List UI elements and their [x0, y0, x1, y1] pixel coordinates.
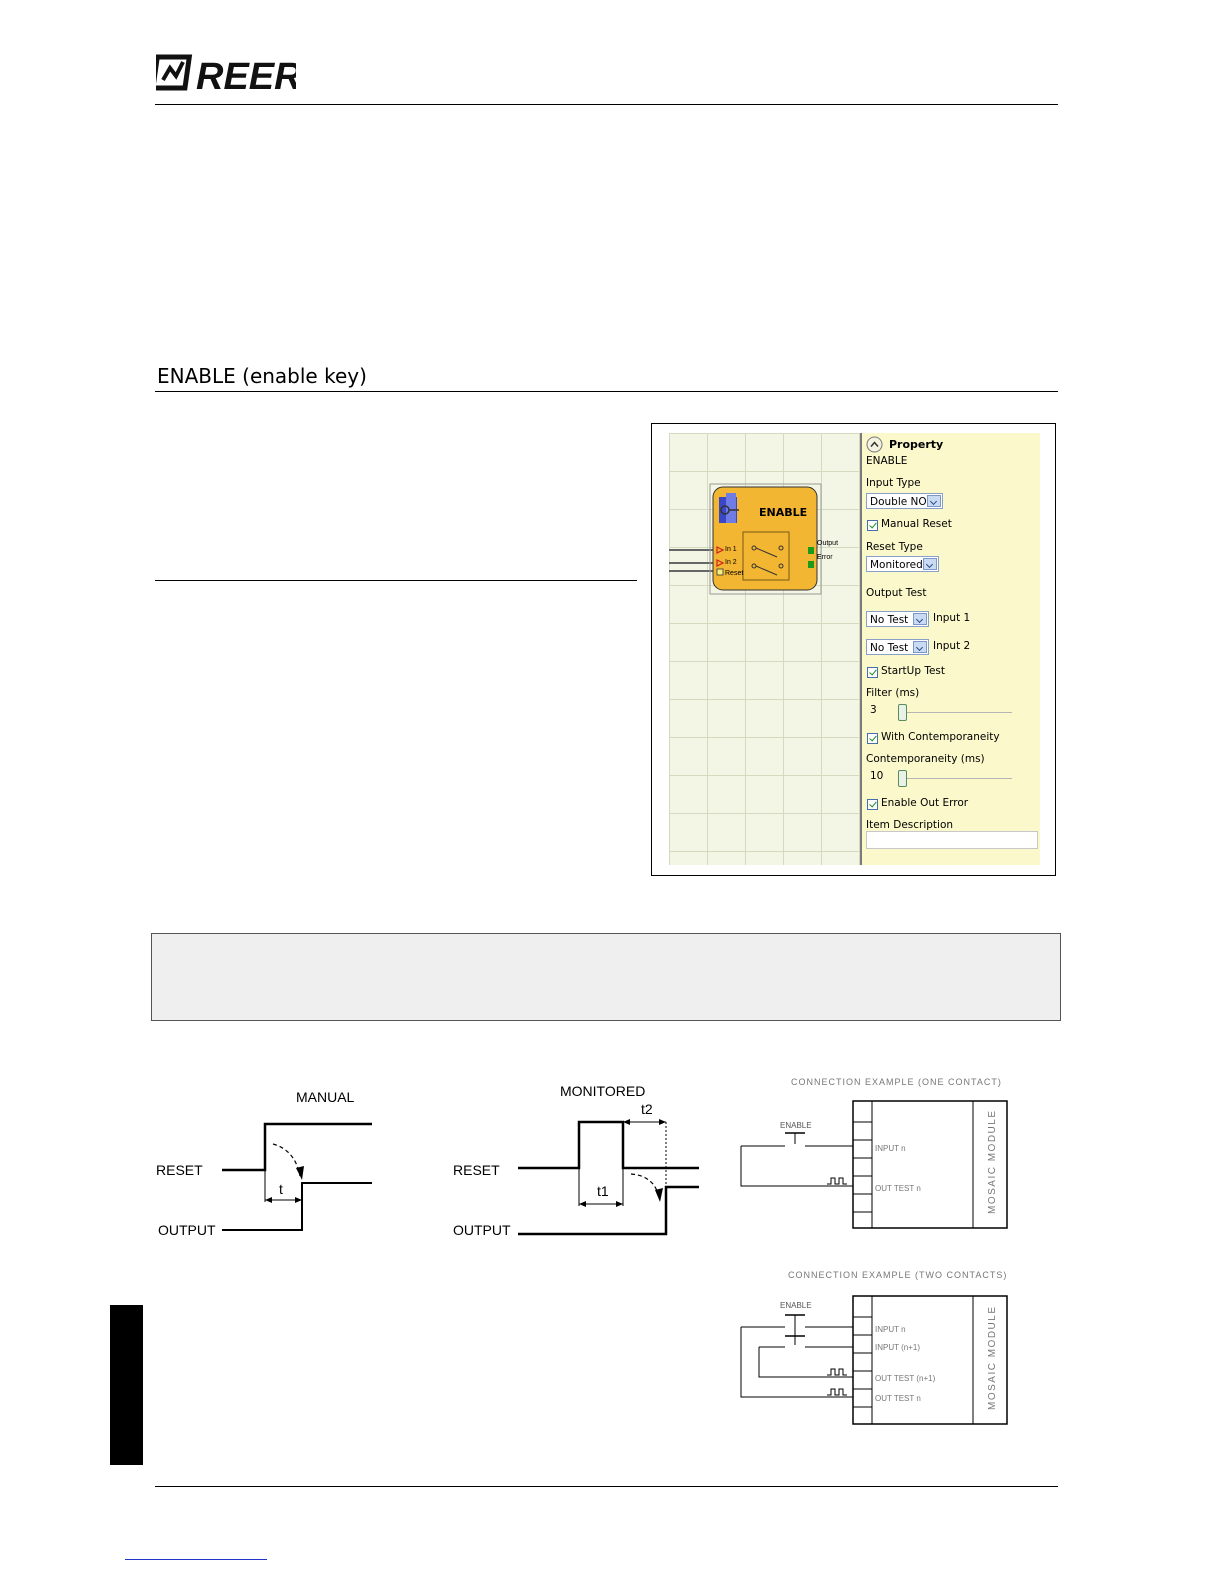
monitored-title: MONITORED — [560, 1083, 645, 1099]
manual-reset-label: Manual Reset — [881, 518, 952, 530]
test-input2-value: No Test — [870, 642, 909, 654]
section-rule — [155, 391, 1058, 392]
contemporaneity-value: 10 — [870, 770, 884, 782]
conn1-switch-label: ENABLE — [780, 1121, 812, 1130]
item-description-label: Item Description — [866, 819, 954, 831]
chevron-down-icon — [913, 641, 927, 653]
element-name: ENABLE — [866, 455, 908, 467]
chevron-down-icon — [927, 495, 941, 507]
column-rule — [155, 580, 637, 581]
contemporaneity-checkbox[interactable] — [867, 733, 878, 744]
software-screenshot: ENABLE In 1 In 2 Reset Output Error Prop… — [651, 423, 1056, 876]
monitored-timing-diagram: MONITORED RESET OUTPUT t2 t1 — [453, 1083, 699, 1238]
reset-type-dropdown[interactable]: Monitored — [866, 556, 939, 572]
chapter-tab — [110, 1305, 143, 1465]
test-input2-dropdown[interactable]: No Test — [866, 639, 929, 655]
footer-rule — [155, 1486, 1058, 1487]
manual-title: MANUAL — [296, 1089, 355, 1105]
conn2-input2-label: INPUT (n+1) — [875, 1343, 920, 1352]
contemporaneity-label: Contemporaneity (ms) — [866, 753, 985, 765]
filter-label: Filter (ms) — [866, 687, 920, 699]
monitored-reset-label: RESET — [453, 1162, 500, 1178]
test-input1-value: No Test — [870, 614, 909, 626]
property-panel: Property ENABLE Input Type Double NO Man… — [862, 433, 1040, 865]
reset-type-label: Reset Type — [866, 541, 923, 553]
input-type-dropdown[interactable]: Double NO — [866, 493, 943, 509]
chevron-down-icon — [923, 558, 937, 570]
manual-timing-diagram: MANUAL RESET OUTPUT t — [156, 1089, 372, 1238]
output-test-label: Output Test — [866, 587, 927, 599]
enable-out-error-label: Enable Out Error — [881, 797, 969, 809]
conn2-out-test2-label: OUT TEST n — [875, 1394, 921, 1403]
pin-output-label: Output — [817, 540, 839, 547]
item-description-input[interactable] — [866, 831, 1038, 849]
pin-reset-label: Reset — [725, 570, 744, 577]
contemporaneity-check-label: With Contemporaneity — [881, 731, 1000, 743]
conn1-title: CONNECTION EXAMPLE (ONE CONTACT) — [791, 1077, 1002, 1087]
manual-reset-checkbox[interactable] — [867, 520, 878, 531]
section-title: ENABLE (enable key) — [157, 364, 367, 388]
input-type-label: Input Type — [866, 477, 921, 489]
connection-diagram-one-contact: CONNECTION EXAMPLE (ONE CONTACT) INPUT n… — [740, 1077, 1008, 1229]
startup-test-label: StartUp Test — [881, 665, 946, 677]
conn1-out-test-label: OUT TEST n — [875, 1184, 921, 1193]
conn2-switch-label: ENABLE — [780, 1301, 812, 1310]
startup-test-checkbox[interactable] — [867, 667, 878, 678]
filter-slider-thumb[interactable] — [898, 704, 907, 721]
conn2-out-test1-label: OUT TEST (n+1) — [875, 1374, 936, 1383]
input-type-value: Double NO — [870, 496, 927, 508]
manual-t-label: t — [279, 1181, 283, 1197]
pin-in1-label: In 1 — [725, 546, 737, 553]
test-input1-label: Input 1 — [933, 612, 971, 624]
conn1-module-label: MOSAIC MODULE — [987, 1109, 998, 1214]
chevron-down-icon — [913, 613, 927, 625]
enable-out-error-checkbox[interactable] — [867, 799, 878, 810]
note-box — [151, 933, 1061, 1021]
diagram-canvas: ENABLE In 1 In 2 Reset Output Error — [669, 433, 862, 865]
conn2-input1-label: INPUT n — [875, 1325, 906, 1334]
test-input2-label: Input 2 — [933, 640, 971, 652]
connection-diagram-two-contacts: CONNECTION EXAMPLE (TWO CONTACTS) INPUT … — [740, 1270, 1008, 1425]
monitored-t1-label: t1 — [597, 1183, 609, 1199]
test-input1-dropdown[interactable]: No Test — [866, 611, 929, 627]
monitored-output-label: OUTPUT — [453, 1222, 511, 1238]
conn2-module-label: MOSAIC MODULE — [987, 1305, 998, 1410]
filter-slider-track — [898, 712, 1012, 713]
monitored-t2-label: t2 — [641, 1101, 653, 1117]
collapse-icon[interactable] — [866, 436, 883, 453]
reset-type-value: Monitored — [870, 559, 923, 571]
conn1-input-label: INPUT n — [875, 1144, 906, 1153]
logo-text: REER — [196, 56, 296, 94]
footer-link-underline — [125, 1559, 267, 1560]
conn2-title: CONNECTION EXAMPLE (TWO CONTACTS) — [788, 1270, 1007, 1280]
filter-value: 3 — [870, 704, 877, 716]
pin-error-label: Error — [817, 554, 833, 561]
header-rule — [155, 104, 1058, 105]
reer-logo: REER — [150, 52, 302, 98]
block-title: ENABLE — [759, 506, 808, 519]
contemporaneity-slider-track — [898, 778, 1012, 779]
pin-in2-label: In 2 — [725, 559, 737, 566]
contemporaneity-slider-thumb[interactable] — [898, 770, 907, 787]
panel-divider — [860, 433, 862, 865]
property-header: Property — [889, 438, 944, 451]
manual-output-label: OUTPUT — [158, 1222, 216, 1238]
manual-reset-label: RESET — [156, 1162, 203, 1178]
